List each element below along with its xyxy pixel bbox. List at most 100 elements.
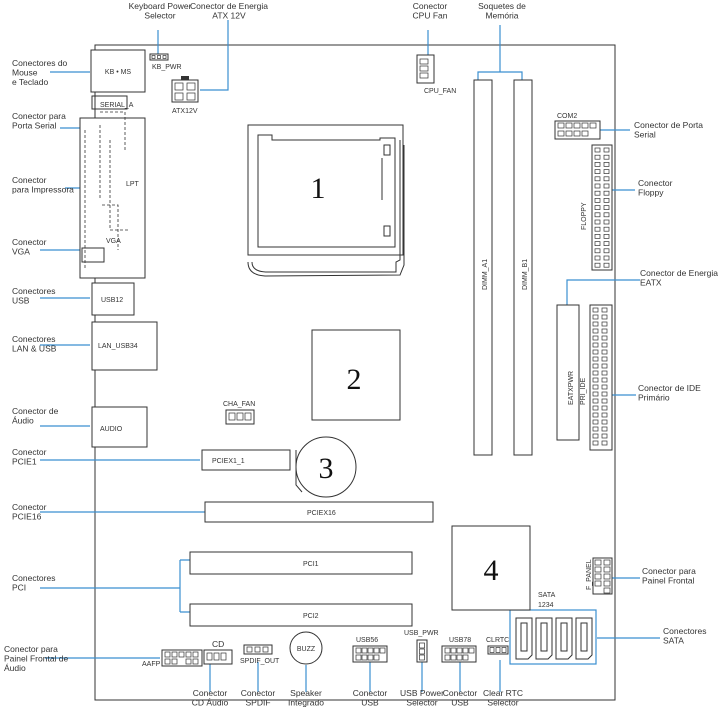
usb-pwr-jumper [416, 639, 428, 663]
board-outline [94, 44, 616, 701]
sata-label: SATA [538, 592, 556, 599]
pciex16-label: PCIEX16 [307, 510, 336, 517]
eatxpwr-connector [556, 304, 580, 441]
pci1-label: PCI1 [303, 561, 319, 568]
floppy-connector [591, 144, 613, 271]
f-panel-header [592, 557, 613, 595]
usb56-label: USB56 [356, 637, 378, 644]
clrtc-jumper [487, 645, 509, 655]
eatxpwr-label: EATXPWR [568, 371, 575, 405]
dimm-b1-slot [513, 79, 533, 456]
pci2-slot [189, 603, 413, 627]
usb78-header [441, 645, 477, 663]
sata-number-label: 1234 [538, 602, 554, 609]
pci2-label: PCI2 [303, 613, 319, 620]
pri-ide-label: PRI_IDE [580, 377, 587, 405]
spdif-out-header [243, 644, 273, 655]
usb56-header [352, 645, 388, 663]
cpu-fan-label: CPU_FAN [424, 88, 456, 95]
number-3: 3 [319, 452, 334, 485]
battery-3 [295, 436, 357, 498]
cd-label: CD [212, 639, 224, 649]
usb12-label: USB12 [101, 297, 123, 304]
pci1-slot [189, 551, 413, 575]
f-panel-label: F_PANEL [586, 559, 593, 590]
aafp-header [161, 649, 203, 667]
lpt-label: LPT [126, 181, 140, 188]
usb-pwr-label: USB_PWR [404, 630, 439, 637]
audio-port [91, 406, 148, 448]
serial-a-label: SERIAL_A [100, 102, 134, 109]
buzzer [289, 631, 323, 665]
cha-fan-header [225, 409, 255, 425]
kb-pwr-label: KB_PWR [152, 64, 182, 71]
com2-header [554, 120, 601, 140]
floppy-label: FLOPPY [581, 202, 588, 230]
buzz-label: BUZZ [297, 646, 316, 653]
leader-lines [40, 20, 660, 692]
cpu-socket [247, 124, 405, 277]
dimm-b1-label: DIMM_B1 [522, 259, 529, 290]
audio-label: AUDIO [100, 426, 123, 433]
cpu-fan-header [416, 54, 435, 84]
number-4: 4 [484, 554, 499, 587]
dimm-a1-slot [473, 79, 493, 456]
lan-usb34-port [91, 321, 158, 371]
clrtc-label: CLRTC [486, 637, 509, 644]
pciex1-1-slot [201, 449, 291, 471]
sata-connectors [515, 617, 593, 660]
number-1: 1 [311, 172, 326, 205]
aafp-label: AAFP [142, 661, 161, 668]
cha-fan-label: CHA_FAN [223, 401, 255, 408]
chip-4 [451, 525, 531, 611]
number-2: 2 [347, 363, 362, 396]
usb78-label: USB78 [449, 637, 471, 644]
atx12v-label: ATX12V [172, 108, 198, 115]
usb12-port [91, 282, 135, 316]
lan-usb34-label: LAN_USB34 [98, 343, 138, 350]
chipset-2 [311, 329, 401, 421]
com2-label: COM2 [557, 113, 577, 120]
pciex16-slot [204, 501, 434, 523]
kbms-label: KB • MS [105, 69, 132, 76]
lpt-vga-block [79, 117, 146, 279]
spdif-out-label: SPDIF_OUT [240, 658, 280, 665]
pciex1-1-label: PCIEX1_1 [212, 458, 245, 465]
atx12v-connector [171, 76, 199, 103]
dimm-a1-label: DIMM_A1 [482, 259, 489, 290]
kbms-port [90, 49, 146, 93]
kb-pwr-jumper [149, 53, 169, 61]
cd-header [203, 649, 233, 665]
vga-label: VGA [106, 238, 121, 245]
